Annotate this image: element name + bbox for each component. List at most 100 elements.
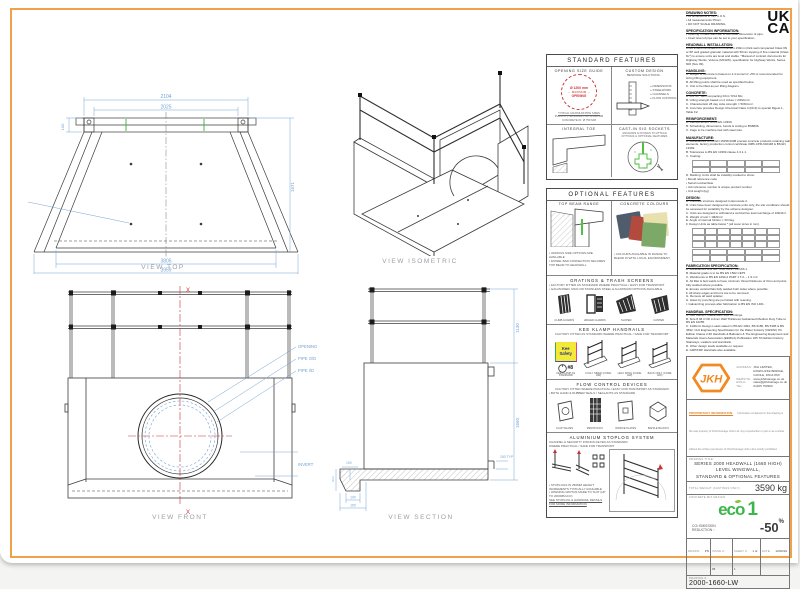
note-line: D. Other design loads available on reque… xyxy=(686,343,744,348)
note-line: B. Material grade is to be BS EN 1562 CE… xyxy=(686,271,747,276)
grating-caption: HINGED GUARDS xyxy=(583,318,606,322)
note-line: G. Remove all weld splatter. xyxy=(686,294,724,299)
stoplog-bullet3: SEE STOPLOG & HANDRAIL DETAILS FOR MORE … xyxy=(549,498,603,507)
note-line: A. Concrete structure designed to Euroco… xyxy=(686,199,748,203)
co2-percent: % xyxy=(778,519,784,526)
weight-row: TOTAL WEIGHT (CASTINGS ONLY): 3590 kg xyxy=(687,481,789,494)
gratings-title: GRATINGS & TRASH SCREENS xyxy=(570,278,654,283)
standard-features-panel: STANDARD FEATURES OPENING SIZE GUIDE Ø 1… xyxy=(546,54,678,180)
top-beam-bullet2: • DOWEL BAR CONNECTION SECURES TOP BEAM … xyxy=(549,258,606,267)
stoplog-subtitle1: CHANNEL & SECURITY FIXINGS KEYED AS STAN… xyxy=(549,439,628,444)
custom-design-cell: CUSTOM DESIGN BESPOKE SOLUTIONS... » DIM… xyxy=(612,67,677,125)
gratings-section: GRATINGS & TRASH SCREENS • FACTORY FITTE… xyxy=(547,275,677,324)
cast-in-socket-icon xyxy=(627,141,663,173)
design-title: DESIGN: xyxy=(686,196,701,200)
optional-row-1: TOP BEAM RANGE • VARIOUS SIZE OPTIONS AR… xyxy=(547,201,677,275)
design-table-2 xyxy=(692,248,780,262)
coating-table xyxy=(692,160,780,174)
mix-design-row: CONCRETE MIX DESIGN: eco 1 CO² EMISSION … xyxy=(687,494,789,538)
flow-bullet2: • BOTH HAND & RUBBER SEALS / SEALANTS AS… xyxy=(549,391,636,396)
note-line: A. Reinforcement to BS EN 13369. xyxy=(686,120,733,125)
front-handrail-fittings xyxy=(69,290,291,330)
proprietary-title: PROPRIETARY INFORMATION: xyxy=(689,410,734,415)
front-handrail xyxy=(68,290,292,378)
co2-reduction-block: CO² EMISSION REDUCTION ↑ -50% xyxy=(689,519,787,537)
integral-toe-icon xyxy=(552,134,606,173)
handling-section: HANDLING: A. Weight of concrete is based… xyxy=(686,69,790,89)
grating-item: CANTED xyxy=(647,293,671,323)
handrail-spec-title: HANDRAIL SPECIFICATION: xyxy=(686,309,734,314)
design-section: DESIGN: A. Concrete structure designed t… xyxy=(686,196,790,262)
flow-item: FLAP VALVES xyxy=(555,399,575,431)
stoplog-channel-icons xyxy=(551,448,605,476)
opening-dia-text: Ø 1200 mm xyxy=(569,86,589,90)
opening-max-text: ← MAXIMUM → xyxy=(567,90,591,94)
handrail-half-wing-icon xyxy=(617,340,641,368)
drawn-label: DRAWN: xyxy=(688,550,701,554)
note-line: A. Mix 44* Self compacting DC4 / DS4 Mix… xyxy=(686,94,744,99)
callout-opening: OPENING xyxy=(298,344,317,349)
co2-value: -50 xyxy=(759,520,779,536)
kee-logo-line2: Safety xyxy=(559,350,573,356)
clamp-size-label: #8 xyxy=(567,365,574,372)
spec-info-section: SPECIFICATION INFORMATION: • Opening in … xyxy=(686,29,790,41)
section-base-slab xyxy=(339,468,489,492)
spec-info-title: SPECIFICATION INFORMATION: xyxy=(686,29,740,34)
stoplog-iso-icon xyxy=(615,453,667,500)
kee-safety-block: Kee Safety #8 KEE KLAMP AS STANDARD xyxy=(549,341,582,379)
stoplog-bullet1: • STOPLOGS IN 250MM HEIGHT INCREMENTS TY… xyxy=(549,482,602,491)
pipe-sizes-title: TYPICAL MAXIMUM PIPE SIZES xyxy=(558,111,600,115)
section-dim-lines xyxy=(335,288,518,511)
note-line: B. All lifting points shall be used as s… xyxy=(686,80,755,85)
reinforcement-section: REINFORCEMENT: A. Reinforcement to BS EN… xyxy=(686,117,790,133)
co2-value-block: -50% xyxy=(760,519,784,537)
grating-caption: CANTED xyxy=(653,318,665,322)
note-line: A. Kee Klamp® Galvanised Size 8 Fittings… xyxy=(686,312,743,317)
note-line: E. GRP/FRP Handrails also available. xyxy=(686,347,737,352)
concrete-colours-cell: CONCRETE COLOURS • COLOURS AVAILABLE IN … xyxy=(612,201,677,275)
drawing-title-line3: STANDARD & OPTIONAL FEATURES xyxy=(696,473,780,479)
custom-design-item: » STEELWORK xyxy=(650,87,672,92)
co2-line1: CO² EMISSION xyxy=(692,523,716,528)
sloped-grating-icon xyxy=(616,293,637,314)
dim-slab: 100 xyxy=(346,461,352,465)
company-address-block: ADDRESS: JKH LIMITED, RAWCLIFFE BRIDGE, … xyxy=(736,365,787,389)
gratings-bullet1: • FACTORY FITTED AS STANDARD WHERE PRACT… xyxy=(549,283,665,287)
callout-invert: INVERT xyxy=(298,462,314,467)
optional-features-title: OPTIONAL FEATURES xyxy=(547,189,677,201)
date-label: DATE: xyxy=(762,550,771,554)
axis-x-bottom: X xyxy=(186,510,190,516)
section-handrail xyxy=(368,287,490,363)
cast-in-sockets-cell: CAST-IN SIG SOCKETS ANCHORS & FIXINGS TO… xyxy=(612,125,677,177)
grating-item: CLIMB GUARDS xyxy=(553,293,575,323)
opening-label-text: OPENING xyxy=(571,94,587,98)
standard-features-title: STANDARD FEATURES xyxy=(547,55,677,67)
note-line: E. Angle of internal friction = 30 Deg. xyxy=(686,218,735,223)
handrail-caption: HALF WING (CODE: HW) xyxy=(617,371,642,378)
section-dim-texts: 1130 1660 150 TYP 100 300 100 150 xyxy=(332,323,520,508)
sheet-label: SHEET #: xyxy=(734,550,748,554)
grating-caption: SLOPED xyxy=(620,318,632,322)
note-line: B. Units have been designed as concrete … xyxy=(686,202,790,211)
front-axis-markers: X X xyxy=(186,288,190,516)
iso-walls xyxy=(353,109,529,256)
sockets-note1: ANCHORS & FIXINGS TO ATTACH xyxy=(622,131,667,135)
note-line: C. 1100mm Design Loads stated in BS EN 1… xyxy=(686,324,789,344)
drawing-notes-title: DRAWING NOTES: xyxy=(686,11,718,15)
fabrication-title: FABRICATION SPECIFICATION: xyxy=(686,264,739,269)
note-line: H. Holes by punching are permitted with … xyxy=(686,298,752,303)
flow-bullet1: FACTORY FITTED WHERE PRACTICAL / EASY FO… xyxy=(555,387,669,392)
custom-design-item: » FLOW CONTROL xyxy=(650,95,677,100)
ukca-bottom: CA xyxy=(767,20,790,38)
flow-caption: BAFFLE BLOCKS xyxy=(647,426,669,430)
dim-left: 100 xyxy=(60,123,65,130)
note-line: I. Galvanizing process after fabrication… xyxy=(686,302,765,307)
concrete-section: CONCRETE: A. Mix 44* Self compacting DC4… xyxy=(686,91,790,114)
handrail-item: HALF WING (CODE: HW) xyxy=(615,338,645,379)
flow-caption: PENSTOCKS xyxy=(586,426,603,430)
drawn-value: PN xyxy=(704,549,709,554)
drawing-number-row: DRAWING #: 2000-1660-LW xyxy=(687,575,789,588)
stoplog-title: ALUMINIUM STOPLOG SYSTEM xyxy=(569,434,655,440)
note-line: F. All sharp edges and burrs are to be r… xyxy=(686,290,750,295)
